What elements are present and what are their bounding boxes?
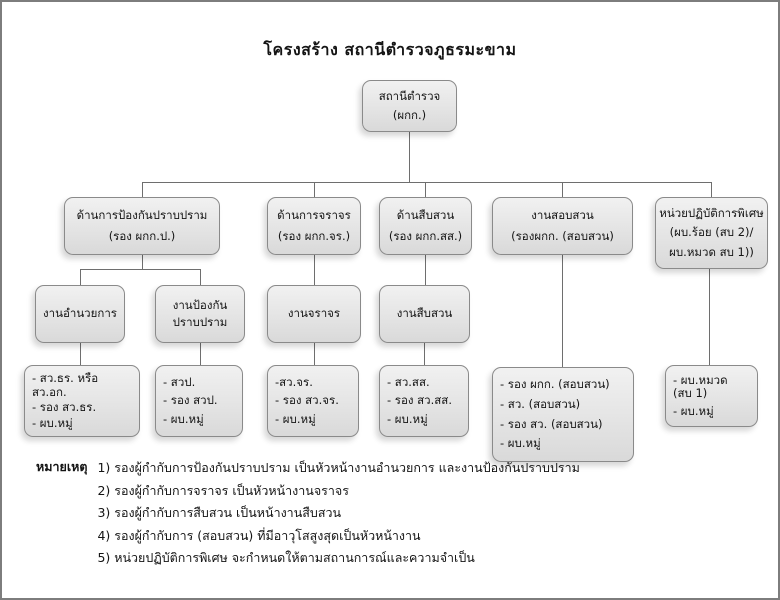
node-sublabel: (ผกก.)	[392, 107, 427, 122]
node-label: งานอำนวยการ	[43, 306, 117, 321]
staff-item: - รอง สวป.	[163, 393, 218, 408]
node-label: ด้านสืบสวน	[396, 207, 455, 222]
node-police-station: สถานีตำรวจ (ผกก.)	[362, 80, 457, 132]
node-traffic-work: งานจราจร	[267, 285, 361, 343]
footnote-item: 5) หน่วยปฏิบัติการพิเศษ จะกำหนดให้ตามสถา…	[97, 550, 475, 565]
node-label: ปราบปราม	[172, 315, 228, 329]
node-sublabel: (รอง ผกก.สส.)	[388, 228, 463, 243]
connector-drop-prevention-work	[200, 269, 201, 285]
staff-item: - รอง สว.สส.	[387, 393, 452, 408]
node-label: งานสืบสวน	[396, 306, 453, 321]
connector-investigation-staff-down	[424, 343, 425, 365]
node-investigation-division: ด้านสืบสวน (รอง ผกก.สส.)	[379, 197, 472, 255]
connector-prevention-staff-down	[200, 343, 201, 365]
node-sublabel: (รอง ผกก.จร.)	[277, 228, 351, 243]
staff-item: - ผบ.หมู่	[673, 403, 714, 418]
staff-item: - ผบ.หมู่	[500, 436, 541, 451]
staff-item: - สว.ธร. หรือสว.อก.	[32, 371, 99, 399]
node-interrogation-staff: - รอง ผกก. (สอบสวน) - สว. (สอบสวน) - รอง…	[492, 367, 634, 462]
connector-traffic-staff-down	[314, 343, 315, 365]
footnote-item: 3) รองผู้กำกับการสืบสวน เป็นหน้างานสืบสว…	[97, 505, 342, 520]
staff-item: - ผบ.หมู่	[387, 412, 428, 427]
node-investigation-staff: - สว.สส. - รอง สว.สส. - ผบ.หมู่	[379, 365, 469, 437]
staff-item: - ผบ.หมู่	[275, 412, 316, 427]
footnote-item: 4) รองผู้กำกับการ (สอบสวน) ที่มีอาวุโสสู…	[97, 527, 421, 543]
page-title: โครงสร้าง สถานีตำรวจภูธรมะขาม	[263, 40, 517, 59]
footnotes-label: หมายเหตุ	[36, 459, 88, 474]
connector-special-staff-down	[709, 269, 710, 365]
staff-item: - ผบ.หมู่	[163, 412, 204, 427]
node-prevention-staff: - สวป. - รอง สวป. - ผบ.หมู่	[155, 365, 243, 437]
connector-prevention-branch	[80, 269, 200, 270]
connector-drop-prevention	[142, 182, 143, 197]
node-special-ops-unit: หน่วยปฏิบัติการพิเศษ (ผบ.ร้อย (สบ 2)/ ผบ…	[655, 197, 768, 269]
footnote-item: 1) รองผู้กำกับการป้องกันปราบปราม เป็นหัว…	[97, 460, 580, 475]
node-sublabel: (รอง ผกก.ป.)	[108, 228, 176, 243]
connector-traffic-down	[314, 255, 315, 285]
footnotes: หมายเหตุ 1) รองผู้กำกับการป้องกันปราบปรา…	[36, 457, 580, 570]
node-admin-work: งานอำนวยการ	[35, 285, 125, 343]
connector-admin-staff-down	[80, 343, 81, 365]
node-label: งานสอบสวน	[531, 207, 594, 222]
node-traffic-division: ด้านการจราจร (รอง ผกก.จร.)	[267, 197, 361, 255]
node-prevention-work: งานป้องกัน ปราบปราม	[155, 285, 245, 343]
node-admin-staff: - สว.ธร. หรือสว.อก. - รอง สว.ธร. - ผบ.หม…	[24, 365, 140, 437]
connector-root-drop	[409, 132, 410, 182]
staff-item: - รอง สว.จร.	[275, 393, 339, 408]
connector-investigation-down	[425, 255, 426, 285]
node-sublabel: ผบ.หมวด สบ 1))	[669, 244, 754, 259]
staff-item: - สว.สส.	[387, 374, 430, 389]
staff-item: -สว.จร.	[275, 374, 313, 389]
connector-interrogation-staff-down	[562, 255, 563, 367]
connector-drop-traffic	[314, 182, 315, 197]
node-label: งานป้องกัน	[172, 297, 228, 312]
staff-item: - รอง สว.ธร.	[32, 400, 97, 414]
footnotes-list: 1) รองผู้กำกับการป้องกันปราบปราม เป็นหัว…	[97, 457, 579, 570]
staff-item: - รอง สว. (สอบสวน)	[500, 416, 603, 431]
node-special-ops-staff: - ผบ.หมวด (สบ 1) - ผบ.หมู่	[665, 365, 758, 427]
node-investigation-work: งานสืบสวน	[379, 285, 470, 343]
node-prevention-division: ด้านการป้องกันปราบปราม (รอง ผกก.ป.)	[64, 197, 220, 255]
connector-drop-investigation	[425, 182, 426, 197]
connector-drop-interrogation	[562, 182, 563, 197]
node-label: งานจราจร	[287, 306, 341, 321]
node-traffic-staff: -สว.จร. - รอง สว.จร. - ผบ.หมู่	[267, 365, 359, 437]
footnote-item: 2) รองผู้กำกับการจราจร เป็นหัวหน้างานจรา…	[97, 482, 349, 498]
node-label: ด้านการป้องกันปราบปราม	[76, 207, 208, 222]
connector-drop-admin-work	[80, 269, 81, 285]
staff-item: - รอง ผกก. (สอบสวน)	[500, 377, 610, 392]
connector-main-horizontal	[142, 182, 711, 183]
connector-drop-special	[711, 182, 712, 197]
staff-item: - ผบ.หมู่	[32, 415, 73, 430]
node-sublabel: (รองผกก. (สอบสวน)	[511, 228, 614, 243]
staff-item: - สว. (สอบสวน)	[500, 397, 581, 412]
node-interrogation-division: งานสอบสวน (รองผกก. (สอบสวน)	[492, 197, 633, 255]
node-sublabel: (ผบ.ร้อย (สบ 2)/	[669, 225, 754, 240]
staff-item: - สวป.	[163, 374, 196, 389]
node-label: ด้านการจราจร	[277, 207, 351, 222]
node-label: หน่วยปฏิบัติการพิเศษ	[659, 206, 764, 221]
node-label: สถานีตำรวจ	[378, 88, 441, 103]
connector-prevention-down	[142, 255, 143, 269]
staff-item: - ผบ.หมวด (สบ 1)	[673, 373, 728, 401]
